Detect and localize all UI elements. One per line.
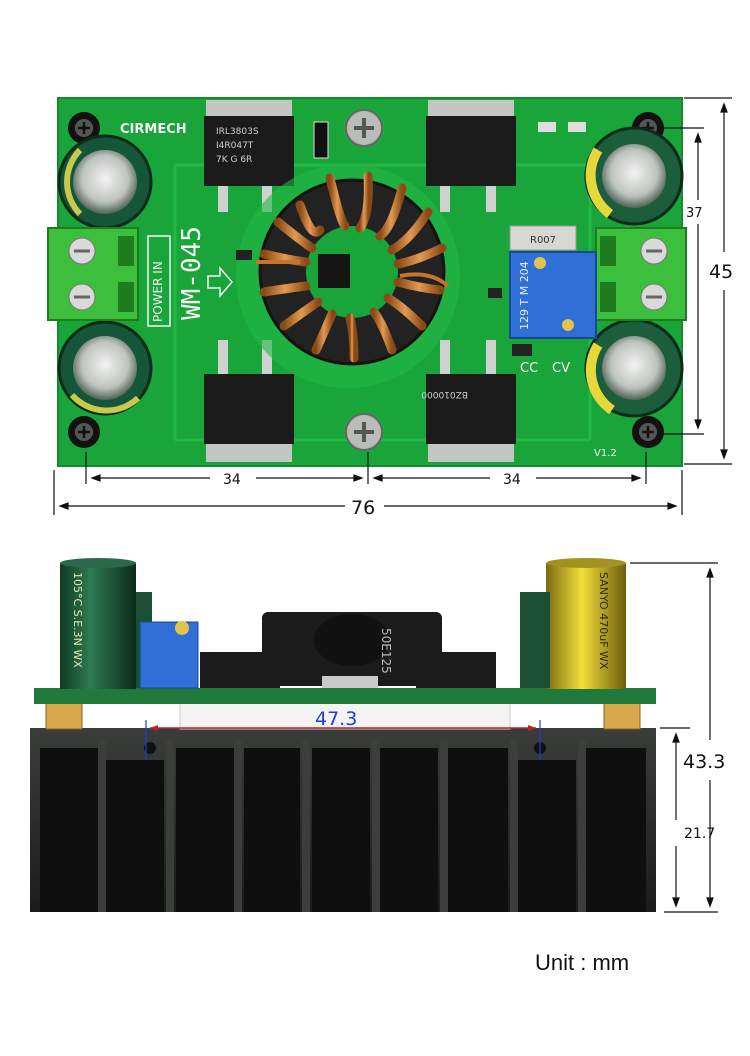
heatsink <box>30 728 656 912</box>
mosfet-marking: IRL3803S <box>216 127 259 137</box>
resistor-marking: R007 <box>530 235 556 246</box>
capacitor-bottom-left <box>57 320 153 416</box>
dim-center-to-hole: 34 <box>503 472 521 488</box>
mount-hole-bottom-left <box>68 416 100 448</box>
toroid-marking: 50E125 <box>379 628 393 674</box>
diode-marking: BZ010000 <box>421 389 468 399</box>
mosfet-bottom-left <box>204 340 294 462</box>
potentiometer-side <box>139 621 199 689</box>
top-dimension-lines <box>53 97 732 515</box>
shunt-resistor: R007 <box>509 225 577 251</box>
pcb-side <box>34 688 656 704</box>
top-view: CIRMECH WM-045 POWER IN V1.2 CC CV <box>47 97 687 467</box>
power-in-label: POWER IN <box>151 261 165 322</box>
capacitor-side-right: SANYO 470uF WX <box>546 558 626 689</box>
capacitor-side-left: 105°C S.E.3N WX <box>60 558 136 689</box>
brand-label: CIRMECH <box>120 122 187 137</box>
mosfet-marking-sub2: 7K G 6R <box>216 155 252 165</box>
side-dimension-lines <box>145 562 718 913</box>
model-label: WM-045 <box>177 226 207 320</box>
dim-overall-width: 76 <box>351 497 375 519</box>
standoff-right <box>603 702 641 730</box>
standoff-left <box>45 702 83 730</box>
cc-label: CC <box>520 361 538 376</box>
mosfet-top-left: IRL3803S I4R047T 7K G 6R <box>204 100 294 212</box>
arrow-icon <box>207 265 233 299</box>
mosfet-marking-sub: I4R047T <box>216 141 254 151</box>
dim-total-height: 43.3 <box>683 751 725 773</box>
capacitor-top-left <box>57 134 153 230</box>
capacitor-marking-left: 105°C S.E.3N WX <box>71 572 84 668</box>
cv-label: CV <box>552 361 570 376</box>
mount-hole-bottom-right <box>632 416 664 448</box>
version-label: V1.2 <box>594 448 617 459</box>
unit-label: Unit : mm <box>535 950 630 975</box>
terminal-block-input <box>47 227 139 321</box>
dim-overall-height: 45 <box>709 261 733 283</box>
dim-heatsink-height: 21.7 <box>684 826 715 842</box>
mosfet-top-right <box>426 100 516 212</box>
side-view: 105°C S.E.3N WX SANYO 470uF WX 50E125 <box>30 558 656 912</box>
capacitor-bottom-right <box>584 318 684 418</box>
dim-hole-height: 37 <box>686 206 703 221</box>
potentiometer: 129 T M 204 <box>509 251 597 339</box>
mount-hole-top-left <box>68 112 100 144</box>
dim-heatsink-hole-spacing: 47.3 <box>315 708 357 730</box>
diode-bottom-right: BZ010000 <box>421 340 516 462</box>
toroid-inductor <box>236 164 460 388</box>
dim-hole-to-center: 34 <box>223 472 241 488</box>
potentiometer-marking: 129 T M 204 <box>518 261 531 330</box>
toroid-side: 50E125 <box>262 612 442 688</box>
screw-top-center <box>345 109 383 147</box>
screw-bottom-center <box>345 413 383 451</box>
capacitor-top-right <box>584 126 684 226</box>
terminal-block-output <box>595 227 687 321</box>
capacitor-marking-right: SANYO 470uF WX <box>597 572 610 670</box>
